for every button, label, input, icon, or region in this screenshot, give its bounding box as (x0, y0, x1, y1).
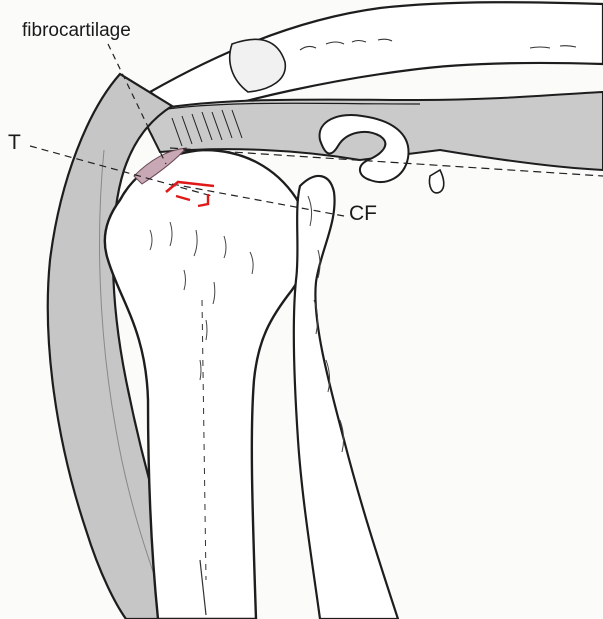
label-fibrocartilage: fibrocartilage (22, 20, 131, 42)
scapula (294, 115, 444, 619)
label-t: T (8, 131, 21, 155)
label-cf: CF (349, 202, 377, 226)
